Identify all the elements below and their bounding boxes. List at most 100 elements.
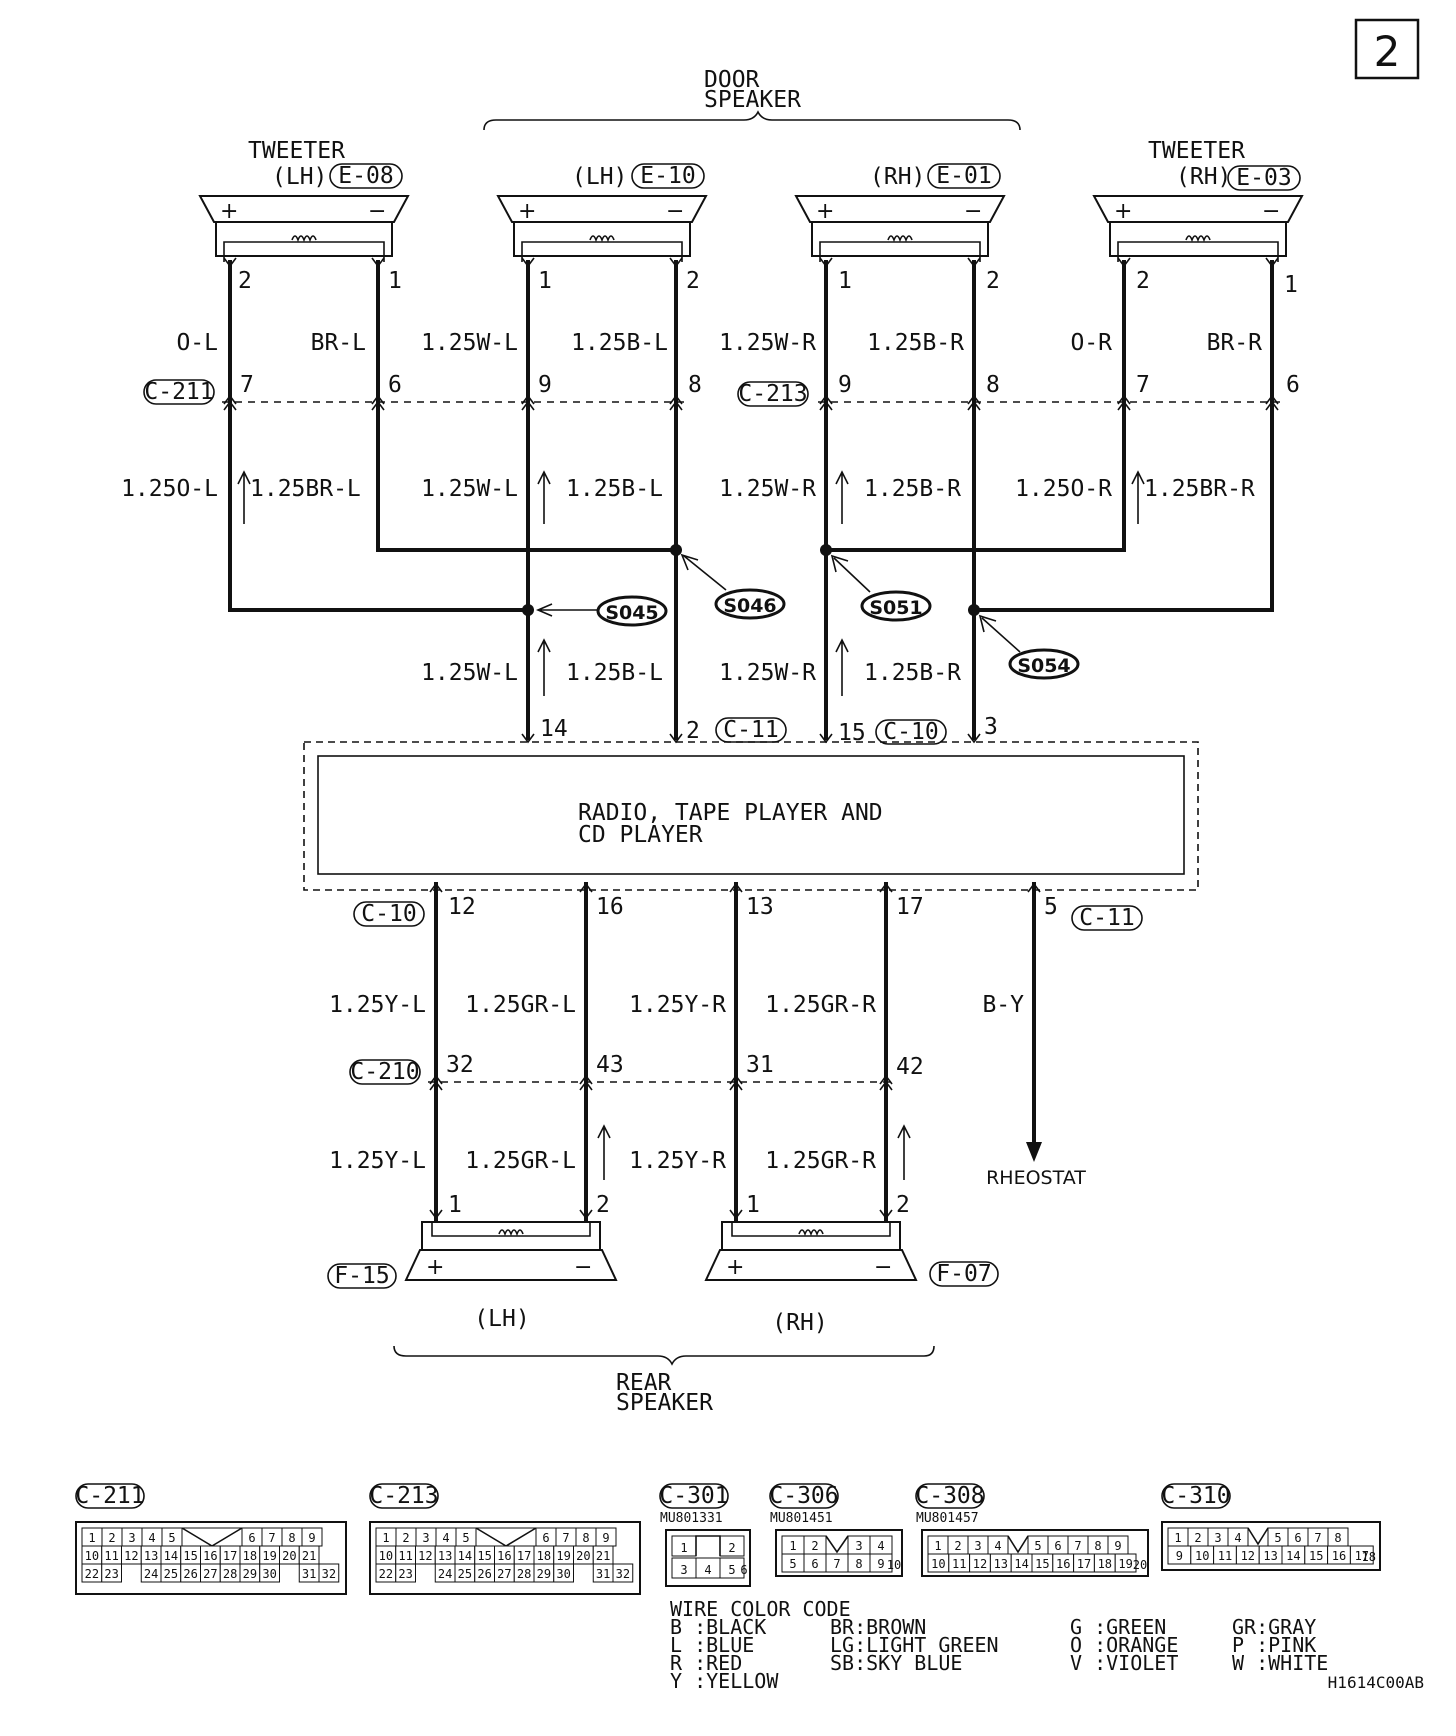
connector-c-308-part: MU801457 <box>916 1511 979 1526</box>
door-rh-magnet <box>811 221 989 257</box>
connector-c-306-row2-pin: 9 <box>877 1557 884 1571</box>
page-number-box: 2 <box>1354 18 1420 80</box>
connector-c-213-row1-pin: 3 <box>422 1531 429 1545</box>
tweeter-rh-pin-minus: 1 <box>1284 272 1298 298</box>
connector-c-301-row2-cell <box>719 1557 745 1579</box>
radio-pin-3: 3 <box>984 714 998 740</box>
splice-dot-s046 <box>670 544 682 556</box>
connector-c-308-row1-pin: 5 <box>1034 1539 1041 1553</box>
rear-joint-pin-32: 32 <box>446 1052 474 1078</box>
connector-c-213-row3-pin: 29 <box>537 1567 551 1581</box>
radio-inner-box <box>317 755 1185 875</box>
splice-s045-label: S045 <box>605 602 658 624</box>
connector-c-211-row2-pin: 12 <box>124 1549 138 1563</box>
current-arrows-lower <box>537 638 849 696</box>
middle-label-6: 1.25B-R <box>864 476 961 502</box>
rear-rh-plus-sign: + <box>726 1255 744 1280</box>
joint-chevron-b-5 <box>819 400 833 411</box>
rear-rh-connector-badge <box>929 1261 999 1287</box>
connector-c-310-row1-pin: 3 <box>1214 1531 1221 1545</box>
connector-c-213-row2-pin: 12 <box>418 1549 432 1563</box>
rear-rh-speaker: +− <box>704 1221 918 1281</box>
door-lh-pin-plus: 1 <box>538 268 552 294</box>
splice-s054-badge <box>1008 648 1080 680</box>
connector-c-211-row3-cell <box>101 1563 122 1583</box>
radio-pin-13: 13 <box>746 894 774 920</box>
connector-c-213-row3-pin: 24 <box>438 1567 452 1581</box>
radio-top-chevron-4 <box>967 733 981 744</box>
upper-label-o-r: O-R <box>1070 330 1112 356</box>
color-w: W :WHITE <box>1232 1651 1328 1675</box>
connector-c-213-row1-pin: 5 <box>462 1531 469 1545</box>
tweeter-lh-connector-badge <box>329 163 403 189</box>
wire-tweeter-rh-plus <box>824 260 1126 552</box>
connector-c-213-row3-pin: 25 <box>458 1567 472 1581</box>
joint-chevron-a-5 <box>819 394 833 405</box>
splice-s051-arrow <box>830 554 871 593</box>
connector-c-211-row3-cell <box>318 1563 340 1583</box>
rear-rh-minus-sign: − <box>874 1255 892 1280</box>
tweeter-lh-pin-plus: 2 <box>238 268 252 294</box>
connector-c-213-row2-pin: 15 <box>477 1549 491 1563</box>
connector-c-306-key <box>825 1535 849 1554</box>
door-speaker-brace <box>483 110 1021 131</box>
rheostat-arrowhead <box>1026 1142 1042 1162</box>
rear-speaker-chevron-2 <box>579 1209 593 1220</box>
connector-c-213-row2-pin: 19 <box>556 1549 570 1563</box>
rear-lh-connector-badge <box>327 1263 397 1289</box>
tweeter-rh-connector-badge <box>1227 165 1301 191</box>
connector-c-301-pin-6: 6 <box>740 1563 747 1577</box>
connector-c-213-row2-pin: 10 <box>379 1549 393 1563</box>
connector-c-211-badge <box>75 1483 145 1509</box>
color-p: P :PINK <box>1232 1633 1316 1657</box>
door-lh-pin-minus: 2 <box>686 268 700 294</box>
connector-c-308-row1-pin: 8 <box>1094 1539 1101 1553</box>
connector-c-310-row1-pin: 1 <box>1174 1531 1181 1545</box>
rear-speaker-title-1: REAR <box>616 1370 672 1396</box>
speaker-pin-chevron-6 <box>967 257 981 268</box>
tweeter-lh-connector: E-08 <box>338 163 393 189</box>
splice-dot-s051 <box>820 544 832 556</box>
color-v: V :VIOLET <box>1070 1651 1178 1675</box>
radio-c11-bottom-label: C-11 <box>1079 905 1134 931</box>
current-arrow-4 <box>1131 470 1145 524</box>
door-rh-connector: E-01 <box>936 163 991 189</box>
figure-code: H1614C00AB <box>1328 1673 1424 1692</box>
door-rh-pin-plus: 1 <box>838 268 852 294</box>
color-lg: LG:LIGHT GREEN <box>830 1633 999 1657</box>
joint-c213-badge <box>737 381 809 407</box>
connector-c-211-row3-pin: 23 <box>104 1567 118 1581</box>
radio-c11-bottom-badge <box>1071 905 1143 931</box>
page-number: 2 <box>1374 27 1401 76</box>
door-speaker-group-label: DOOR SPEAKER <box>483 67 1021 131</box>
connector-c-213-row3-cell <box>553 1563 574 1583</box>
connector-c-213-row3-pin: 31 <box>596 1567 610 1581</box>
lower-label-w-r: 1.25W-R <box>719 660 816 686</box>
door-rh-minus-sign: − <box>964 199 982 224</box>
connector-c-213-row2-pin: 20 <box>576 1549 590 1563</box>
door-rh-pin-minus: 2 <box>986 268 1000 294</box>
joint-chevron-b-2 <box>371 400 385 411</box>
rear-rh-cone <box>704 1249 918 1281</box>
connector-c-301-row2-pin: 5 <box>728 1563 735 1577</box>
rear-joint-pin-42: 42 <box>896 1054 924 1080</box>
door-rh-plus-sign: + <box>816 199 834 224</box>
lower-label-b-l: 1.25B-L <box>566 660 663 686</box>
rear-joint-chevron-a-4 <box>879 1074 893 1085</box>
speaker-pin-chevron-8 <box>1265 257 1279 268</box>
connector-c-211-row1-pin: 9 <box>308 1531 315 1545</box>
rear-joint-c210-badge <box>349 1059 421 1085</box>
door-rh-connector-badge <box>927 163 1001 189</box>
connector-c-213-label: C-213 <box>369 1483 438 1509</box>
current-arrow-lower-2 <box>835 638 849 696</box>
joint-chevron-a-2 <box>371 394 385 405</box>
connector-c-301-key <box>695 1535 721 1556</box>
connector-c-213-row1-pin: 9 <box>602 1531 609 1545</box>
color-br: BR:BROWN <box>830 1615 926 1639</box>
connector-c-308-row2-pin: 16 <box>1056 1557 1070 1571</box>
connector-c-213-row3-pin: 23 <box>398 1567 412 1581</box>
middle-label-2: 1.25BR-L <box>250 476 361 502</box>
upper-label-w-r: 1.25W-R <box>719 330 816 356</box>
joint-chevron-a-1 <box>223 394 237 405</box>
connector-c-310-row2-pin: 14 <box>1286 1549 1300 1563</box>
